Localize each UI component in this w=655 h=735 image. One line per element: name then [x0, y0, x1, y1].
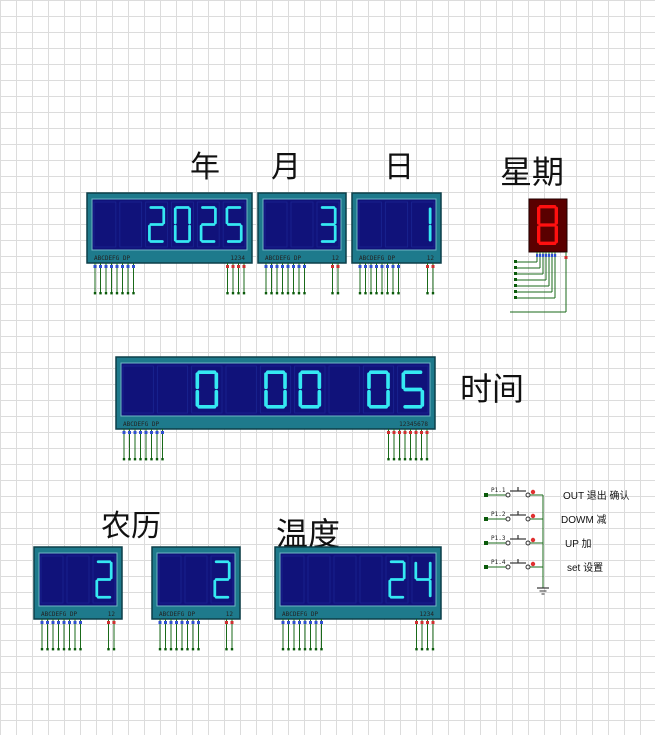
month-display: ABCDEFG DP 12	[257, 192, 347, 295]
push-button-2[interactable]: P1.2 DOWM 减	[484, 511, 607, 526]
year-label: 年	[190, 150, 220, 185]
lunar_day-digit	[213, 560, 231, 599]
segment-pin-label: ABCDEFG DP	[123, 421, 160, 428]
weekday-seven-segment	[510, 198, 568, 313]
lunar-month-display: ABCDEFG DP 12	[33, 546, 123, 651]
segment-pin-label: ABCDEFG DP	[94, 255, 131, 262]
time-digit	[298, 370, 322, 409]
lunar-day-display: ABCDEFG DP 12	[151, 546, 241, 651]
time-label: 时间	[460, 370, 524, 408]
button-pin-label: P1.1	[491, 487, 506, 494]
button-label: UP 加	[565, 538, 592, 550]
button-label: set 设置	[567, 562, 603, 574]
temp-digit	[388, 560, 406, 599]
year-digit	[173, 206, 191, 243]
digit-pin-label: 1234	[420, 611, 435, 618]
digit-pin-label: 12	[108, 611, 116, 618]
year-digit	[225, 206, 243, 243]
temperature-display: ABCDEFG DP 1234	[274, 546, 442, 651]
day-display: ABCDEFG DP 12	[351, 192, 442, 295]
year-display: ABCDEFG DP 1234	[86, 192, 253, 295]
year-digit	[148, 206, 166, 243]
push-button-3[interactable]: P1.3 UP 加	[484, 535, 592, 550]
weekday-digit	[537, 205, 558, 245]
time-display: ABCDEFG DP 12345678	[115, 356, 436, 461]
digit-pin-label: 12	[332, 255, 340, 262]
segment-pin-label: ABCDEFG DP	[282, 611, 319, 618]
day-label: 日	[384, 150, 414, 185]
lunar-label: 农历	[101, 509, 161, 544]
weekday-label: 星期	[500, 153, 564, 191]
temp-digit	[414, 561, 432, 598]
digit-pin-label: 1234	[231, 255, 246, 262]
day-digit	[428, 207, 432, 242]
segment-pin-label: ABCDEFG DP	[159, 611, 196, 618]
month-digit	[320, 206, 337, 243]
time-digit	[264, 370, 287, 409]
time-digit	[195, 370, 219, 409]
time-digit	[401, 370, 425, 409]
digit-pin-label: 12	[226, 611, 234, 618]
button-label: OUT 退出 确认	[563, 489, 629, 502]
lunar_month-digit	[95, 560, 113, 599]
button-pin-label: P1.3	[491, 535, 506, 542]
digit-pin-label: 12	[427, 255, 435, 262]
push-button-1[interactable]: P1.1 OUT 退出 确认	[484, 487, 629, 502]
segment-pin-label: ABCDEFG DP	[41, 611, 78, 618]
push-button-4[interactable]: P1.4 set 设置	[484, 559, 603, 574]
button-pin-label: P1.4	[491, 559, 506, 566]
button-pin-label: P1.2	[491, 511, 506, 518]
segment-pin-label: ABCDEFG DP	[359, 255, 396, 262]
segment-pin-label: ABCDEFG DP	[265, 255, 302, 262]
month-label: 月	[271, 150, 301, 185]
year-digit	[199, 206, 217, 243]
button-label: DOWM 减	[561, 514, 607, 526]
digit-pin-label: 12345678	[399, 421, 428, 428]
time-digit	[367, 370, 390, 409]
button-panel: P1.1 OUT 退出 确认 P1.2 DOWM 减 P1.3 UP 加 P1.4 set 设…	[484, 487, 629, 595]
